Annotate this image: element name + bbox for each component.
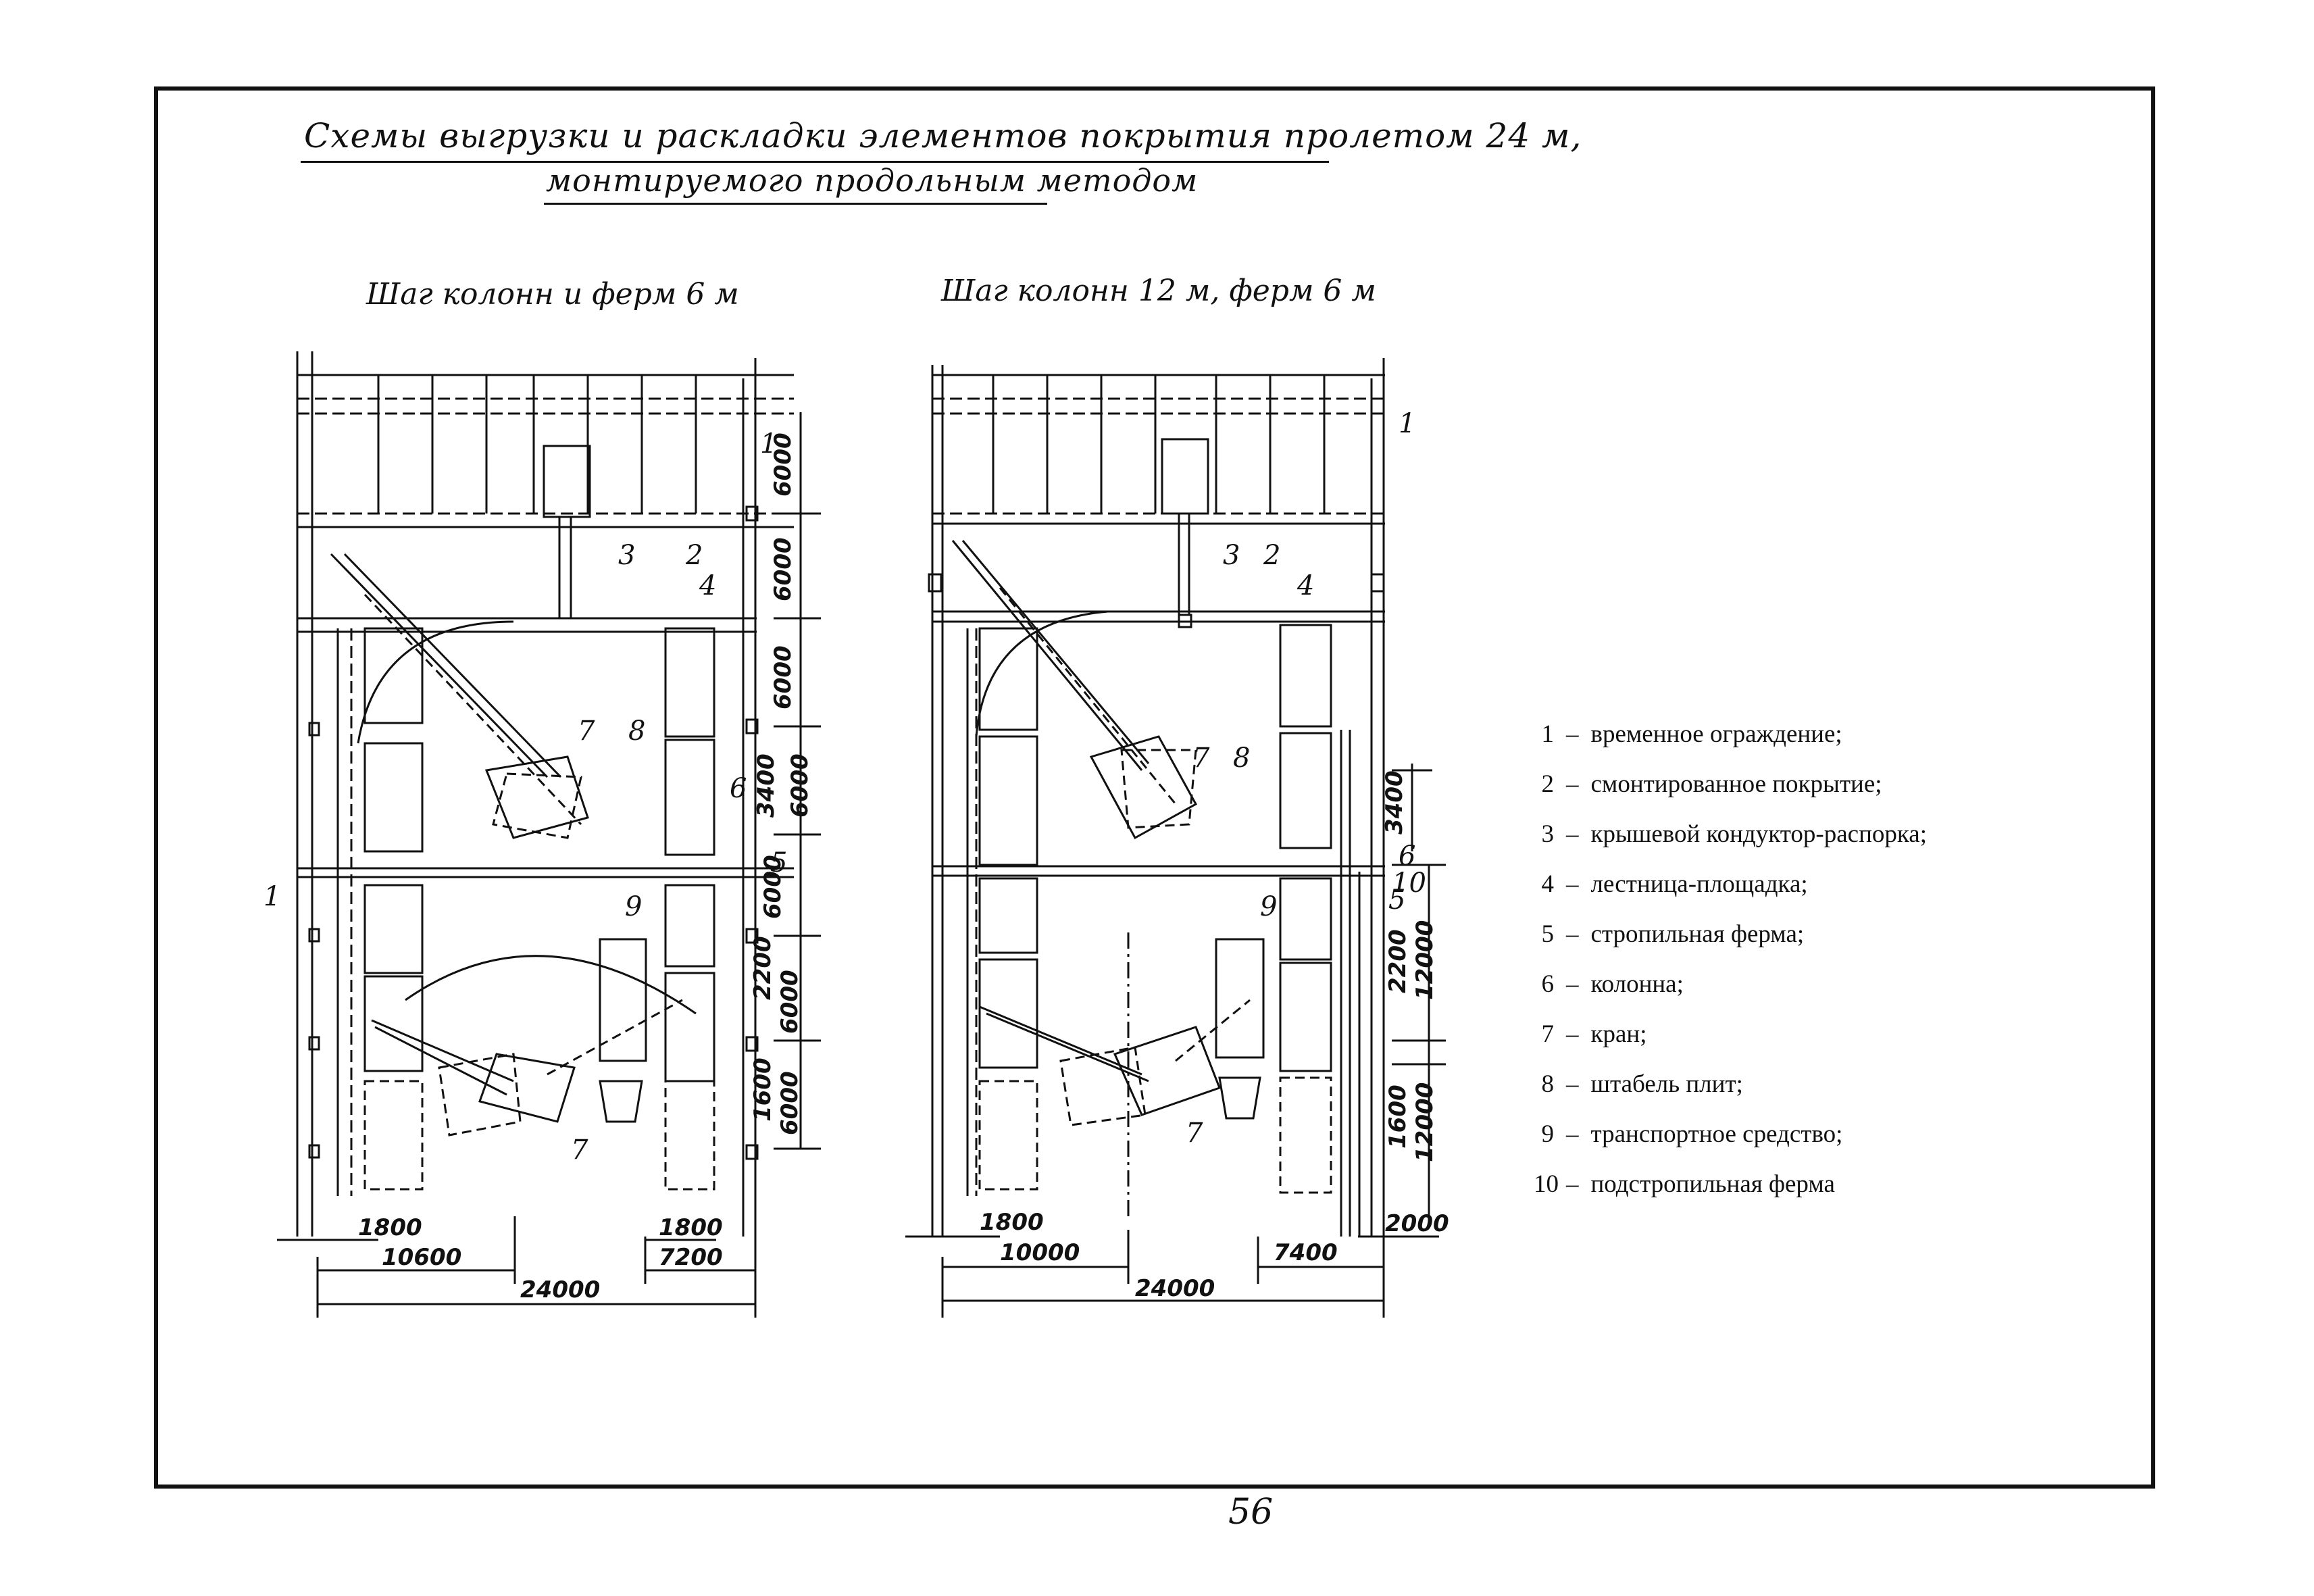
right-dim-v-3400: 3400 bbox=[1381, 770, 1408, 834]
legend-item: 1–временное ограждение; bbox=[1541, 720, 1842, 748]
legend-item: 6–колонна; bbox=[1541, 970, 1684, 998]
right-callout-9: 9 bbox=[1260, 891, 1277, 922]
right-dim-v-12000-bottom: 12000 bbox=[1411, 1082, 1438, 1162]
left-dim-v-4: 6000 bbox=[786, 753, 813, 818]
title-line-2: монтируемого продольным методом bbox=[546, 162, 1199, 199]
right-callout-8: 8 bbox=[1233, 743, 1250, 774]
legend-item: 4–лестница-площадка; bbox=[1541, 870, 1808, 898]
legend-item: 9–транспортное средство; bbox=[1541, 1120, 1843, 1148]
left-dim-bottom-1800-left: 1800 bbox=[358, 1214, 422, 1241]
right-dim-total: 24000 bbox=[1135, 1275, 1215, 1302]
left-dim-v-10: 6000 bbox=[776, 1071, 803, 1135]
left-callout-1-side: 1 bbox=[263, 881, 280, 912]
right-callout-4: 4 bbox=[1297, 570, 1314, 601]
left-callout-5: 5 bbox=[770, 847, 787, 878]
legend-item: 2–смонтированное покрытие; bbox=[1541, 770, 1882, 798]
left-callout-4: 4 bbox=[699, 570, 716, 601]
legend-item: 8–штабель плит; bbox=[1541, 1070, 1743, 1098]
legend-item: 10–подстропильная ферма bbox=[1534, 1170, 1835, 1198]
right-dim-bottom-10000: 10000 bbox=[1000, 1239, 1080, 1266]
left-dim-v-3: 6000 bbox=[770, 645, 797, 709]
left-callout-8: 8 bbox=[628, 716, 645, 747]
drawing-frame bbox=[154, 86, 2155, 1489]
right-callout-2: 2 bbox=[1263, 540, 1280, 571]
left-callout-7-bottom: 7 bbox=[571, 1134, 588, 1166]
left-callout-1: 1 bbox=[760, 428, 777, 459]
left-dim-bottom-10600: 10600 bbox=[382, 1244, 461, 1271]
left-callout-7-top: 7 bbox=[578, 716, 595, 747]
left-callout-3: 3 bbox=[618, 540, 635, 571]
title-underline-2 bbox=[544, 203, 1047, 205]
right-dim-v-2200: 2200 bbox=[1384, 929, 1411, 993]
right-callout-7-top: 7 bbox=[1192, 743, 1210, 774]
right-dim-v-1600: 1600 bbox=[1384, 1084, 1411, 1149]
title-line-1: Схемы выгрузки и раскладки элементов пок… bbox=[304, 116, 1582, 155]
page-number: 56 bbox=[1228, 1492, 1274, 1532]
legend-item: 7–кран; bbox=[1541, 1020, 1647, 1048]
left-callout-9: 9 bbox=[625, 891, 642, 922]
left-scheme bbox=[277, 351, 821, 1318]
legend-item: 3–крышевой кондуктор-распорка; bbox=[1541, 820, 1928, 848]
left-dim-v-9: 1600 bbox=[749, 1057, 776, 1122]
legend-item: 5–стропильная ферма; bbox=[1541, 920, 1805, 948]
right-callout-3: 3 bbox=[1223, 540, 1240, 571]
right-scheme bbox=[905, 358, 1446, 1318]
left-callout-2: 2 bbox=[685, 540, 703, 571]
left-dim-bottom-7200: 7200 bbox=[659, 1244, 723, 1271]
left-dim-v-1: 6000 bbox=[770, 432, 797, 497]
right-callout-6: 6 bbox=[1399, 841, 1415, 872]
right-callout-5: 5 bbox=[1388, 884, 1405, 916]
right-scheme-subtitle: Шаг колонн 12 м, ферм 6 м bbox=[941, 274, 1376, 308]
left-dim-v-8: 6000 bbox=[776, 970, 803, 1034]
right-callout-10: 10 bbox=[1392, 868, 1426, 899]
right-dim-bottom-1800: 1800 bbox=[980, 1209, 1044, 1236]
right-callout-1: 1 bbox=[1399, 408, 1415, 439]
right-dim-v-12000-top: 12000 bbox=[1411, 920, 1438, 1000]
left-dim-v-5: 3400 bbox=[753, 753, 780, 818]
right-dim-bottom-2000: 2000 bbox=[1385, 1210, 1449, 1237]
legend: 1–временное ограждение; 2–смонтированное… bbox=[1534, 709, 1927, 1210]
left-dim-v-7: 2200 bbox=[749, 936, 776, 1000]
left-scheme-subtitle: Шаг колонн и ферм 6 м bbox=[366, 277, 739, 311]
left-dim-total: 24000 bbox=[520, 1276, 600, 1303]
right-callout-7-bottom: 7 bbox=[1186, 1118, 1203, 1149]
title-underline-1 bbox=[301, 161, 1329, 163]
left-dim-v-6: 6000 bbox=[759, 855, 786, 919]
right-dim-bottom-7400: 7400 bbox=[1274, 1239, 1338, 1266]
left-callout-6: 6 bbox=[730, 773, 747, 804]
left-dim-v-2: 6000 bbox=[770, 537, 797, 601]
left-dim-bottom-1800-right: 1800 bbox=[659, 1214, 723, 1241]
